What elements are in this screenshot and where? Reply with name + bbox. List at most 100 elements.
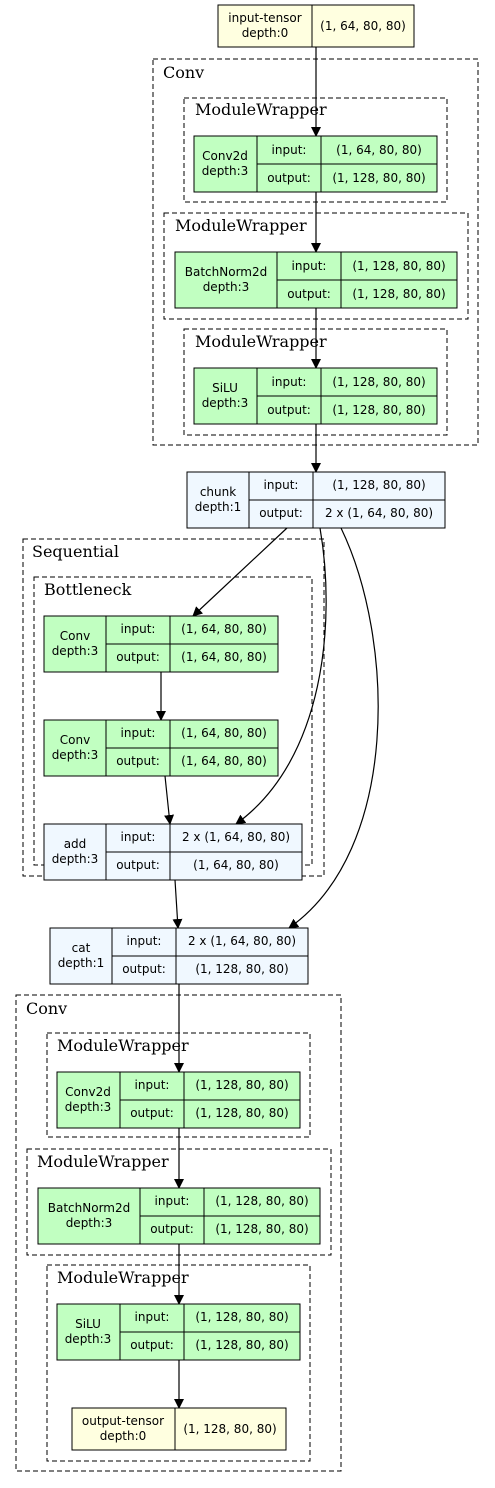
node-silu-1-input: (1, 128, 80, 80) (332, 375, 425, 389)
node-conv2d-1-output: (1, 128, 80, 80) (332, 171, 425, 185)
node-chunk-input: (1, 128, 80, 80) (332, 478, 425, 492)
cluster-modulewrapper-2-label: ModuleWrapper (175, 216, 307, 235)
node-conv-a-name: Conv (60, 629, 90, 643)
node-conv-b-output-label: output: (116, 754, 160, 768)
node-conv2d-2-input-label: input: (135, 1078, 170, 1092)
node-output-tensor-depth: depth:0 (100, 1429, 147, 1443)
node-batchnorm-1-depth: depth:3 (203, 280, 250, 294)
edge-chunk-to-add (235, 527, 327, 825)
cluster-sequential-label: Sequential (32, 542, 119, 561)
node-conv-b-output: (1, 64, 80, 80) (181, 754, 267, 768)
node-conv-a-depth: depth:3 (52, 644, 99, 658)
node-conv-b-input: (1, 64, 80, 80) (181, 726, 267, 740)
node-chunk-name: chunk (200, 485, 236, 499)
edge-chunk-to-cat (288, 527, 379, 929)
node-conv-a: Conv depth:3 input: (1, 64, 80, 80) outp… (43, 615, 279, 673)
cluster-bottleneck-label: Bottleneck (44, 580, 132, 599)
cluster-modulewrapper-1-label: ModuleWrapper (195, 100, 327, 119)
node-conv2d-1: Conv2d depth:3 input: (1, 64, 80, 80) ou… (193, 135, 438, 193)
node-conv-b-input-label: input: (121, 726, 156, 740)
node-add-name: add (64, 837, 87, 851)
node-add-output: (1, 64, 80, 80) (193, 858, 279, 872)
node-conv-a-output: (1, 64, 80, 80) (181, 650, 267, 664)
node-cat-output-label: output: (122, 962, 166, 976)
node-batchnorm-1-output: (1, 128, 80, 80) (352, 287, 445, 301)
node-batchnorm-2-name: BatchNorm2d (48, 1201, 130, 1215)
node-conv2d-2-output: (1, 128, 80, 80) (195, 1106, 288, 1120)
node-add: add depth:3 input: 2 x (1, 64, 80, 80) o… (43, 823, 303, 881)
node-batchnorm-2-output: (1, 128, 80, 80) (215, 1222, 308, 1236)
node-silu-2-input-label: input: (135, 1310, 170, 1324)
node-batchnorm-2-depth: depth:3 (66, 1216, 113, 1230)
edge-chunk-to-conv-a (192, 527, 288, 617)
node-conv2d-2-output-label: output: (130, 1106, 174, 1120)
node-batchnorm-2-input: (1, 128, 80, 80) (215, 1194, 308, 1208)
node-silu-2: SiLU depth:3 input: (1, 128, 80, 80) out… (56, 1303, 301, 1361)
node-cat-name: cat (72, 941, 91, 955)
node-add-input-label: input: (121, 830, 156, 844)
node-conv2d-2-name: Conv2d (65, 1085, 111, 1099)
node-conv-b: Conv depth:3 input: (1, 64, 80, 80) outp… (43, 719, 279, 777)
cluster-modulewrapper-4-label: ModuleWrapper (57, 1036, 189, 1055)
node-cat: cat depth:1 input: 2 x (1, 64, 80, 80) o… (49, 927, 309, 985)
node-silu-1-output: (1, 128, 80, 80) (332, 403, 425, 417)
node-silu-2-depth: depth:3 (65, 1332, 112, 1346)
node-cat-input-label: input: (127, 934, 162, 948)
node-conv-b-name: Conv (60, 733, 90, 747)
cluster-conv-2-label: Conv (26, 999, 67, 1018)
node-output-tensor-shape: (1, 128, 80, 80) (183, 1422, 276, 1436)
node-conv2d-2: Conv2d depth:3 input: (1, 128, 80, 80) o… (56, 1071, 301, 1129)
node-chunk-output: 2 x (1, 64, 80, 80) (325, 506, 433, 520)
node-batchnorm-1-output-label: output: (287, 287, 331, 301)
node-add-input: 2 x (1, 64, 80, 80) (182, 830, 290, 844)
node-cat-output: (1, 128, 80, 80) (195, 962, 288, 976)
node-conv-a-input: (1, 64, 80, 80) (181, 622, 267, 636)
node-chunk-output-label: output: (259, 506, 303, 520)
node-silu-1-input-label: input: (272, 375, 307, 389)
node-conv2d-1-depth: depth:3 (202, 164, 249, 178)
node-conv2d-2-depth: depth:3 (65, 1100, 112, 1114)
node-batchnorm-2-input-label: input: (155, 1194, 190, 1208)
edge-conv-b-to-add (164, 775, 175, 825)
node-output-tensor: output-tensor depth:0 (1, 128, 80, 80) (71, 1407, 287, 1451)
node-conv2d-1-input-label: input: (272, 143, 307, 157)
node-silu-2-name: SiLU (75, 1317, 101, 1331)
node-silu-2-output: (1, 128, 80, 80) (195, 1338, 288, 1352)
node-conv2d-1-output-label: output: (267, 171, 311, 185)
node-cat-input: 2 x (1, 64, 80, 80) (188, 934, 296, 948)
edge-add-to-cat (172, 879, 183, 929)
node-silu-1: SiLU depth:3 input: (1, 128, 80, 80) out… (193, 367, 438, 425)
node-silu-1-depth: depth:3 (202, 396, 249, 410)
node-silu-1-name: SiLU (212, 381, 238, 395)
node-conv-a-input-label: input: (121, 622, 156, 636)
node-batchnorm-1: BatchNorm2d depth:3 input: (1, 128, 80, … (174, 251, 458, 309)
node-chunk: chunk depth:1 input: (1, 128, 80, 80) ou… (186, 471, 446, 529)
node-input-tensor-shape: (1, 64, 80, 80) (320, 19, 406, 33)
node-conv-b-depth: depth:3 (52, 748, 99, 762)
node-silu-2-output-label: output: (130, 1338, 174, 1352)
node-batchnorm-2-output-label: output: (150, 1222, 194, 1236)
cluster-conv-1-label: Conv (163, 63, 204, 82)
cluster-modulewrapper-5-label: ModuleWrapper (37, 1152, 169, 1171)
node-silu-2-input: (1, 128, 80, 80) (195, 1310, 288, 1324)
node-chunk-depth: depth:1 (195, 500, 242, 514)
node-conv2d-1-name: Conv2d (202, 149, 248, 163)
node-batchnorm-1-input: (1, 128, 80, 80) (352, 259, 445, 273)
node-cat-depth: depth:1 (58, 956, 105, 970)
node-output-tensor-name: output-tensor (82, 1414, 164, 1428)
node-batchnorm-2: BatchNorm2d depth:3 input: (1, 128, 80, … (37, 1187, 321, 1245)
node-batchnorm-1-name: BatchNorm2d (185, 265, 267, 279)
node-input-tensor-name: input-tensor (228, 11, 301, 25)
node-input-tensor: input-tensor depth:0 (1, 64, 80, 80) (217, 4, 415, 48)
node-batchnorm-1-input-label: input: (292, 259, 327, 273)
node-add-output-label: output: (116, 858, 160, 872)
node-add-depth: depth:3 (52, 852, 99, 866)
node-input-tensor-depth: depth:0 (242, 26, 289, 40)
cluster-modulewrapper-6-label: ModuleWrapper (57, 1268, 189, 1287)
node-chunk-input-label: input: (264, 478, 299, 492)
node-silu-1-output-label: output: (267, 403, 311, 417)
cluster-modulewrapper-3-label: ModuleWrapper (195, 332, 327, 351)
node-conv-a-output-label: output: (116, 650, 160, 664)
node-conv2d-2-input: (1, 128, 80, 80) (195, 1078, 288, 1092)
